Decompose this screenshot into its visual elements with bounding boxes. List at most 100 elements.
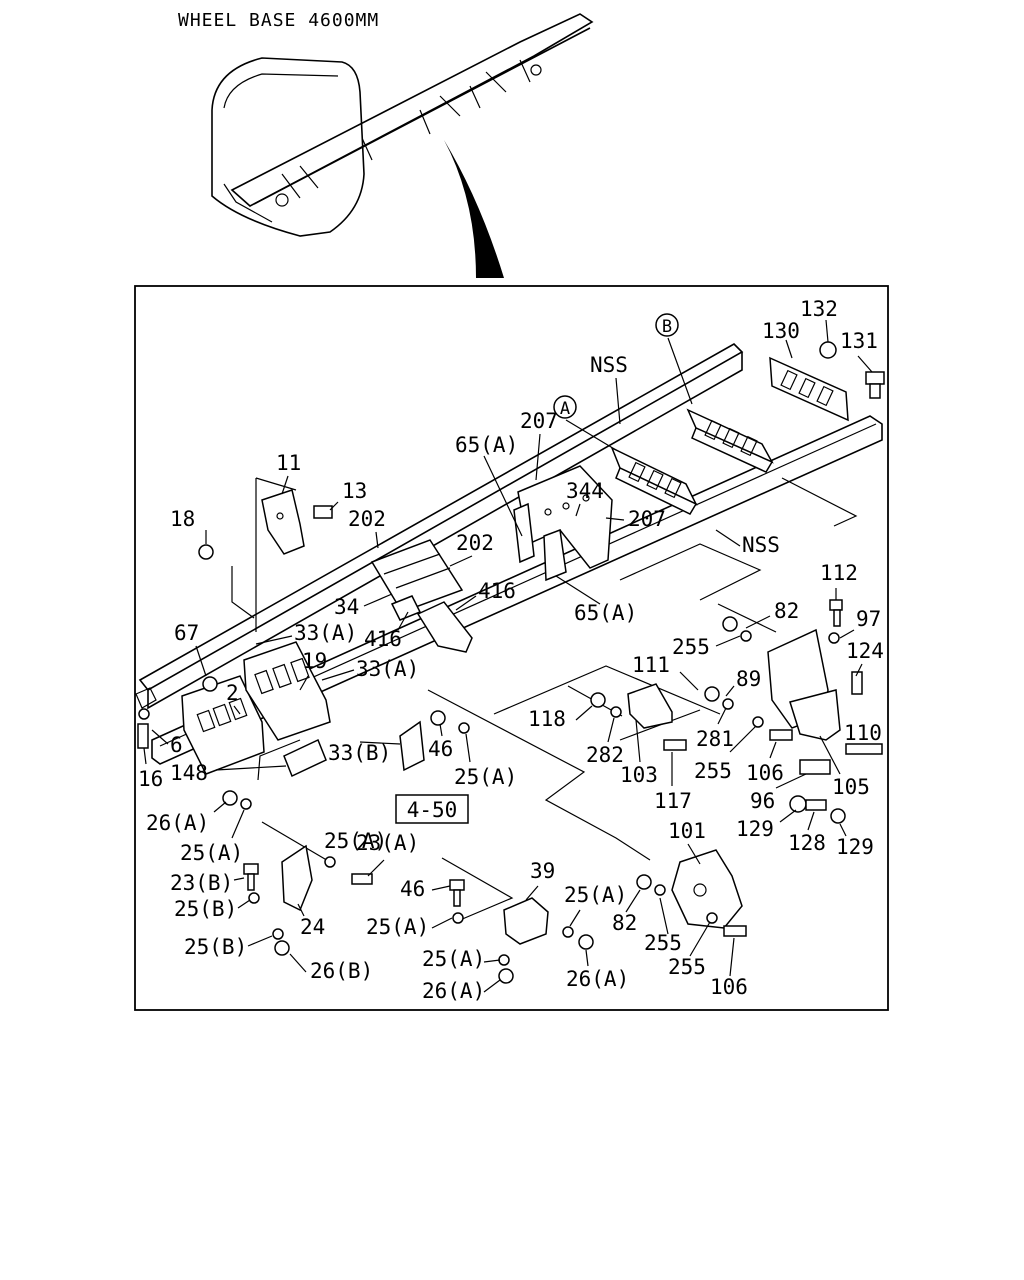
reference-box-frame [395, 794, 469, 824]
spring-hanger-101 [671, 849, 743, 929]
label-25b-lower: 25(B) [184, 935, 247, 959]
label-131: 131 [840, 329, 878, 353]
label-82-upper: 82 [774, 599, 799, 623]
bracket-24 [281, 844, 313, 912]
rear-cross-member-130 [769, 356, 849, 422]
label-26a-right: 26(A) [566, 967, 629, 991]
label-128: 128 [788, 831, 826, 855]
label-67: 67 [174, 621, 199, 645]
label-117: 117 [654, 789, 692, 813]
cross-member-34 [370, 539, 464, 613]
hardware [137, 341, 885, 984]
cross-member-a [610, 446, 698, 515]
label-46-lower: 46 [400, 877, 425, 901]
label-25a-left: 25(A) [180, 841, 243, 865]
label-255-lower-a: 255 [644, 931, 682, 955]
label-65a-lower: 65(A) [574, 601, 637, 625]
reference-box-label: 4-50 [407, 798, 458, 822]
label-416-lower: 416 [364, 627, 402, 651]
label-19: 19 [302, 649, 327, 673]
plate-148 [283, 738, 327, 778]
bracket-33b [399, 720, 425, 772]
callout-b-circle [655, 313, 679, 337]
label-nss-lower: NSS [742, 533, 780, 557]
label-132: 132 [800, 297, 838, 321]
label-nss-upper: NSS [590, 353, 628, 377]
label-416-upper: 416 [478, 579, 516, 603]
label-129-right: 129 [836, 835, 874, 859]
label-11: 11 [276, 451, 301, 475]
cross-member-b [686, 408, 774, 473]
label-26a-lower: 26(A) [422, 979, 485, 1003]
label-25a-lower: 25(A) [422, 947, 485, 971]
label-25a-upper: 25(A) [454, 765, 517, 789]
label-129-left: 129 [736, 817, 774, 841]
label-106-lower: 106 [710, 975, 748, 999]
label-110: 110 [844, 721, 882, 745]
cross-member-front [181, 675, 265, 775]
label-18: 18 [170, 507, 195, 531]
label-33a-upper: 33(A) [294, 621, 357, 645]
truck-overview [211, 13, 594, 237]
label-25a-mid: 25(A) [366, 915, 429, 939]
label-207-lower: 207 [628, 507, 666, 531]
label-202-upper: 202 [348, 507, 386, 531]
label-103: 103 [620, 763, 658, 787]
label-leaders [143, 319, 873, 993]
label-25a-right: 25(A) [564, 883, 627, 907]
label-281: 281 [696, 727, 734, 751]
label-89: 89 [736, 667, 761, 691]
label-23a: 23(A) [356, 831, 419, 855]
cross-member-19 [243, 641, 331, 741]
label-26a-left: 26(A) [146, 811, 209, 835]
label-255-mid: 255 [694, 759, 732, 783]
label-34: 34 [334, 595, 359, 619]
diagram-title: WHEEL BASE 4600MM [178, 10, 379, 31]
label-13: 13 [342, 479, 367, 503]
bracket-103 [627, 683, 673, 729]
label-65a-upper: 65(A) [455, 433, 518, 457]
label-33a-mid: 33(A) [356, 657, 419, 681]
label-2: 2 [226, 681, 239, 705]
callout-b: B [662, 317, 672, 337]
part-labels: 132 130 131 NSS 207 65(A) 11 13 344 202 … [138, 297, 884, 1003]
label-106-upper: 106 [746, 761, 784, 785]
label-105: 105 [832, 775, 870, 799]
label-24: 24 [300, 915, 325, 939]
label-207-upper: 207 [520, 409, 558, 433]
label-82-lower: 82 [612, 911, 637, 935]
label-118: 118 [528, 707, 566, 731]
label-26b: 26(B) [310, 959, 373, 983]
bracket-65a [513, 502, 567, 582]
label-33b: 33(B) [328, 741, 391, 765]
cross-member-344 [517, 465, 613, 569]
label-25b-upper: 25(B) [174, 897, 237, 921]
label-46-upper: 46 [428, 737, 453, 761]
label-282: 282 [586, 743, 624, 767]
label-16: 16 [138, 767, 163, 791]
label-6: 6 [170, 733, 183, 757]
label-344: 344 [566, 479, 604, 503]
bracket-105 [767, 628, 841, 741]
label-101: 101 [668, 819, 706, 843]
label-23b: 23(B) [170, 871, 233, 895]
label-111: 111 [632, 653, 670, 677]
label-148: 148 [170, 761, 208, 785]
bracket-11 [261, 489, 305, 555]
label-124: 124 [846, 639, 884, 663]
label-25a-center: 25(A) [324, 829, 387, 853]
label-112: 112 [820, 561, 858, 585]
bracket-416 [390, 595, 473, 653]
label-96: 96 [750, 789, 775, 813]
label-255-lower-b: 255 [668, 955, 706, 979]
callout-a: A [560, 399, 570, 419]
label-130: 130 [762, 319, 800, 343]
pointer-wedge [444, 140, 504, 278]
bracket-39 [503, 897, 549, 945]
label-202-lower: 202 [456, 531, 494, 555]
diagram-frame [134, 285, 889, 1011]
label-97: 97 [856, 607, 881, 631]
label-39: 39 [530, 859, 555, 883]
callout-a-circle [553, 395, 577, 419]
